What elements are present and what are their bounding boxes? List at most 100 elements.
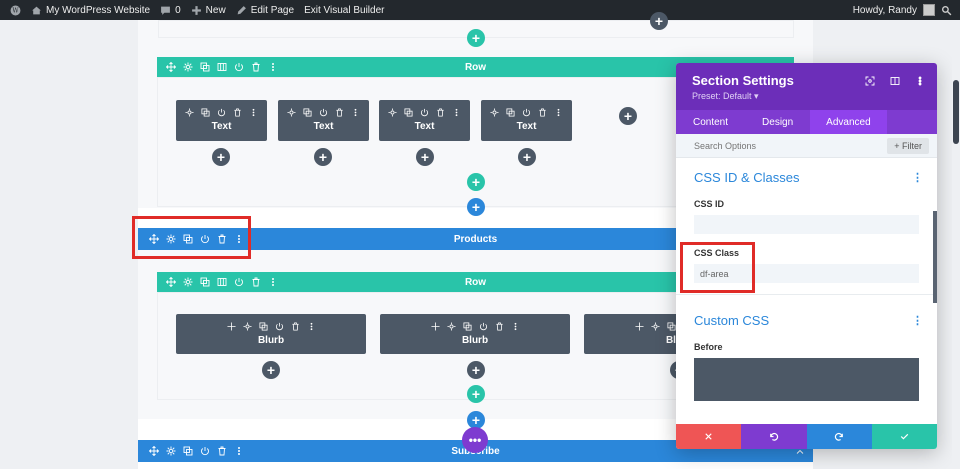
tab-content[interactable]: Content: [693, 116, 729, 128]
site-name-link[interactable]: My WordPress Website: [31, 5, 150, 16]
group-options-icon[interactable]: ⋮: [912, 315, 923, 327]
add-module-button[interactable]: +: [518, 148, 536, 166]
move-icon[interactable]: [165, 277, 176, 288]
avatar[interactable]: [923, 4, 935, 16]
cancel-button[interactable]: [676, 424, 742, 449]
trash-icon[interactable]: [250, 62, 261, 73]
duplicate-icon[interactable]: [182, 234, 193, 245]
add-section-button[interactable]: +: [467, 198, 485, 216]
more-options-icon[interactable]: [248, 107, 259, 118]
gear-icon[interactable]: [184, 107, 195, 118]
blurb-module[interactable]: Blurb: [176, 314, 366, 354]
duplicate-icon[interactable]: [199, 62, 210, 73]
power-icon[interactable]: [419, 107, 430, 118]
custom-css-group-toggle[interactable]: Custom CSS ⋮: [694, 313, 923, 328]
trash-icon[interactable]: [334, 107, 345, 118]
move-icon[interactable]: [148, 234, 159, 245]
css-id-classes-group-toggle[interactable]: CSS ID & Classes ⋮: [694, 170, 923, 185]
filter-button[interactable]: + Filter: [887, 138, 929, 154]
add-module-button[interactable]: +: [650, 12, 668, 30]
more-options-icon[interactable]: [233, 446, 244, 457]
split-view-icon[interactable]: [889, 75, 900, 86]
chevron-up-icon[interactable]: [794, 446, 805, 457]
save-button[interactable]: [871, 424, 937, 449]
move-icon[interactable]: [226, 321, 237, 332]
more-options-icon[interactable]: [350, 107, 361, 118]
trash-icon[interactable]: [216, 446, 227, 457]
page-scrollbar[interactable]: [952, 20, 960, 469]
gear-icon[interactable]: [650, 321, 661, 332]
gear-icon[interactable]: [387, 107, 398, 118]
trash-icon[interactable]: [250, 277, 261, 288]
gear-icon[interactable]: [165, 446, 176, 457]
edit-page-link[interactable]: Edit Page: [236, 5, 294, 16]
group-options-icon[interactable]: ⋮: [912, 172, 923, 184]
power-icon[interactable]: [216, 107, 227, 118]
gear-icon[interactable]: [182, 277, 193, 288]
text-module[interactable]: Text: [278, 100, 369, 141]
move-icon[interactable]: [165, 62, 176, 73]
trash-icon[interactable]: [216, 234, 227, 245]
power-icon[interactable]: [199, 234, 210, 245]
add-module-button[interactable]: +: [262, 361, 280, 379]
add-section-button[interactable]: +: [467, 411, 485, 429]
power-icon[interactable]: [199, 446, 210, 457]
gear-icon[interactable]: [165, 234, 176, 245]
columns-icon[interactable]: [216, 62, 227, 73]
move-icon[interactable]: [148, 446, 159, 457]
search-options-input[interactable]: [694, 140, 864, 151]
gear-icon[interactable]: [182, 62, 193, 73]
more-options-icon[interactable]: [267, 62, 278, 73]
wordpress-logo-icon[interactable]: W: [10, 5, 21, 16]
add-module-button[interactable]: +: [212, 148, 230, 166]
blurb-module[interactable]: Blurb: [380, 314, 570, 354]
trash-icon[interactable]: [435, 107, 446, 118]
text-module[interactable]: Text: [379, 100, 470, 141]
duplicate-icon[interactable]: [199, 277, 210, 288]
power-icon[interactable]: [318, 107, 329, 118]
search-icon[interactable]: [941, 5, 952, 16]
gear-icon[interactable]: [489, 107, 500, 118]
add-row-button[interactable]: +: [467, 385, 485, 403]
trash-icon[interactable]: [537, 107, 548, 118]
css-id-field[interactable]: [694, 215, 919, 234]
before-css-editor[interactable]: [694, 358, 919, 401]
duplicate-icon[interactable]: [182, 446, 193, 457]
add-module-button[interactable]: +: [314, 148, 332, 166]
more-options-icon[interactable]: [553, 107, 564, 118]
gear-icon[interactable]: [446, 321, 457, 332]
comments-link[interactable]: 0: [160, 5, 181, 16]
add-module-button[interactable]: +: [467, 361, 485, 379]
power-icon[interactable]: [233, 277, 244, 288]
user-greeting[interactable]: Howdy, Randy: [852, 4, 917, 16]
more-options-icon[interactable]: [510, 321, 521, 332]
duplicate-icon[interactable]: [200, 107, 211, 118]
trash-icon[interactable]: [232, 107, 243, 118]
trash-icon[interactable]: [290, 321, 301, 332]
duplicate-icon[interactable]: [258, 321, 269, 332]
tab-design[interactable]: Design: [762, 116, 794, 128]
move-icon[interactable]: [430, 321, 441, 332]
tab-advanced[interactable]: Advanced: [810, 110, 887, 134]
duplicate-icon[interactable]: [302, 107, 313, 118]
more-options-icon[interactable]: [267, 277, 278, 288]
css-class-field[interactable]: df-area: [694, 264, 919, 283]
modal-scrollbar[interactable]: [933, 211, 937, 303]
power-icon[interactable]: [478, 321, 489, 332]
duplicate-icon[interactable]: [403, 107, 414, 118]
duplicate-icon[interactable]: [505, 107, 516, 118]
move-icon[interactable]: [634, 321, 645, 332]
more-options-icon[interactable]: [306, 321, 317, 332]
columns-icon[interactable]: [216, 277, 227, 288]
undo-button[interactable]: [741, 424, 807, 449]
power-icon[interactable]: [233, 62, 244, 73]
text-module[interactable]: Text: [481, 100, 572, 141]
add-module-button[interactable]: +: [416, 148, 434, 166]
gear-icon[interactable]: [286, 107, 297, 118]
preset-selector[interactable]: Preset: Default ▾: [692, 91, 759, 101]
page-scrollbar-thumb[interactable]: [953, 80, 959, 144]
duplicate-icon[interactable]: [666, 321, 677, 332]
power-icon[interactable]: [274, 321, 285, 332]
page-settings-button[interactable]: •••: [462, 427, 488, 453]
duplicate-icon[interactable]: [462, 321, 473, 332]
